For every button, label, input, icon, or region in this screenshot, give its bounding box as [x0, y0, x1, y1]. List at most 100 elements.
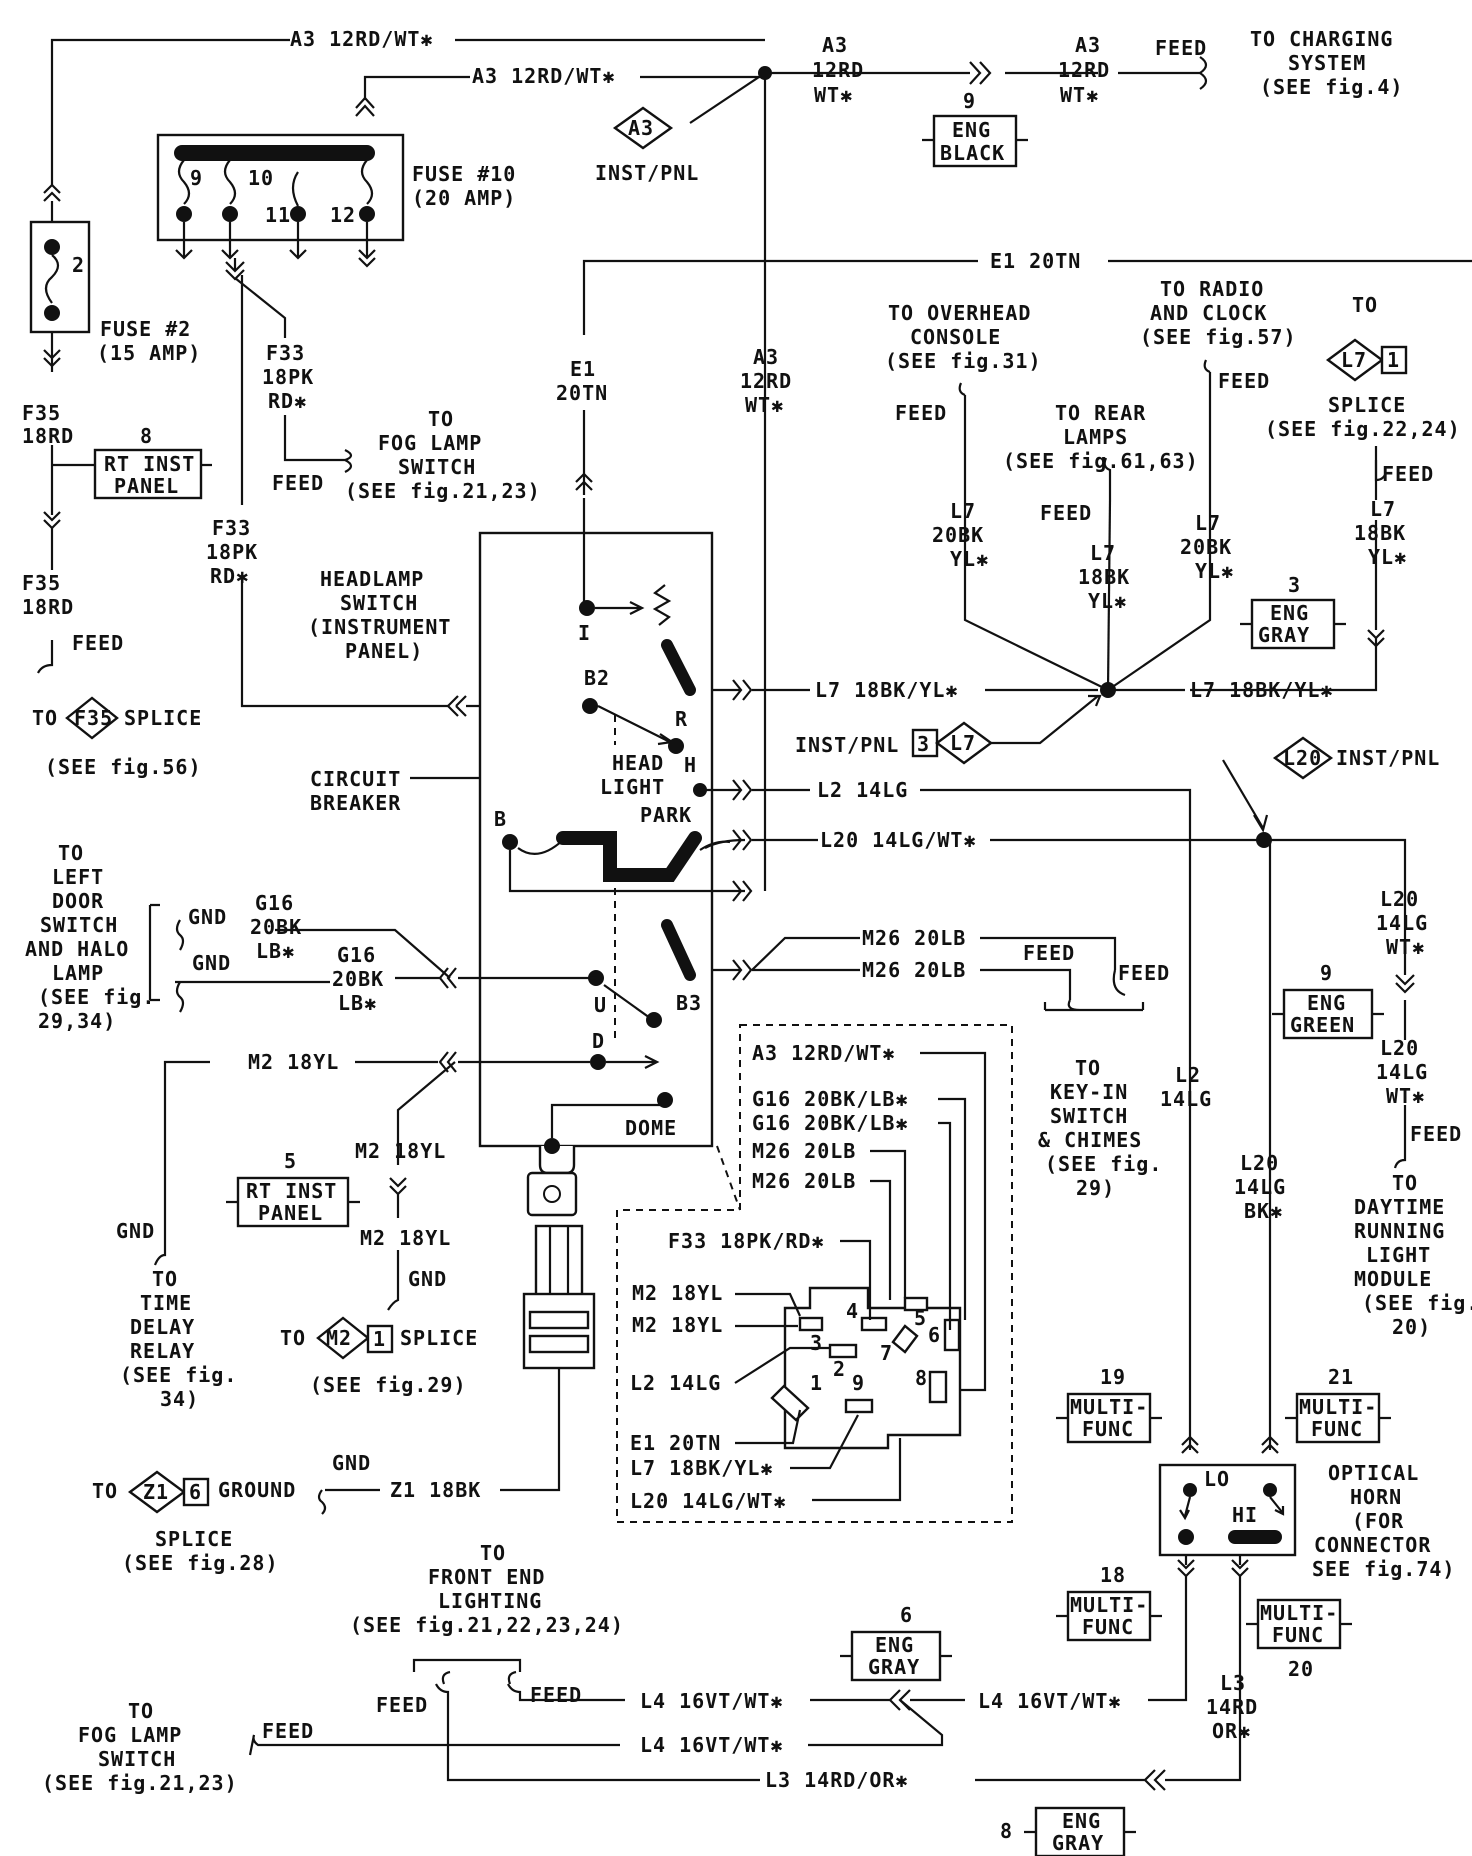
- switch-terminal-d: D: [592, 1029, 605, 1053]
- rear-lamps-2: LAMPS: [1063, 425, 1128, 449]
- gnd-label-1: GND: [188, 905, 227, 929]
- f35-see-fig: (SEE fig.56): [45, 755, 202, 779]
- conn-row-8: M2 18YL: [632, 1313, 723, 1337]
- charging-system-3: (SEE fig.4): [1260, 75, 1403, 99]
- drl-feed-label: FEED: [1410, 1122, 1462, 1146]
- conn-pin-2: 2: [833, 1357, 846, 1381]
- headlamp-switch-label-3: (INSTRUMENT: [308, 615, 451, 639]
- overhead-console-3: (SEE fig.31): [885, 349, 1042, 373]
- svg-text:MULTI-: MULTI-: [1260, 1601, 1338, 1625]
- a3-splice-dot: [758, 66, 772, 80]
- left-door-label-5: AND HALO: [25, 937, 129, 961]
- l4-label-a: L4 16VT/WT✱: [640, 1689, 783, 1713]
- eng-gray-8-connector: 8 ENG GRAY: [1000, 1806, 1136, 1856]
- conn-row-2: G16 20BK/LB✱: [752, 1087, 909, 1111]
- fog-switch-label-1: TO: [128, 1699, 154, 1723]
- e1-vertical-label-1: E1: [570, 357, 596, 381]
- multi-func-18: 18 MULTI- FUNC: [1056, 1563, 1162, 1642]
- front-end-label-1: TO: [480, 1541, 506, 1565]
- optical-horn-4: CONNECTOR: [1314, 1533, 1431, 1557]
- f35-feed-label: FEED: [72, 631, 124, 655]
- charging-system-2: SYSTEM: [1288, 51, 1366, 75]
- keyin-feed-a: FEED: [1023, 941, 1075, 965]
- overhead-console-feed: FEED: [895, 401, 947, 425]
- left-door-wires: [148, 903, 596, 1311]
- z1-gnd-label: GND: [332, 1451, 371, 1475]
- svg-text:8: 8: [140, 424, 153, 448]
- svg-text:ENG: ENG: [1307, 991, 1346, 1015]
- svg-text:M2: M2: [326, 1326, 352, 1350]
- tdr-label-3: DELAY: [130, 1315, 195, 1339]
- l3-label: L3 14RD/OR✱: [765, 1768, 908, 1792]
- radio-clock-1: TO RADIO: [1160, 277, 1264, 301]
- f35-label-1: F35: [22, 401, 61, 425]
- charging-feed-label: FEED: [1155, 36, 1207, 60]
- l3-vertical-3: OR✱: [1212, 1719, 1251, 1743]
- l20b-label-1: L20: [1380, 1036, 1419, 1060]
- l7-horizontal-label-right: L7 18BK/YL✱: [1190, 678, 1333, 702]
- switch-terminal-b2: B2: [584, 666, 610, 690]
- svg-text:L20: L20: [1283, 746, 1322, 770]
- l20a-label-2: 14LG: [1376, 911, 1428, 935]
- headlamp-switch-label-4: PANEL): [345, 639, 423, 663]
- svg-text:RT INST: RT INST: [104, 452, 195, 476]
- tdr-label-6: 34): [160, 1387, 199, 1411]
- l7b-label-1: L7: [1090, 541, 1116, 565]
- headlamp-switch-label-1: HEADLAMP: [320, 567, 424, 591]
- fog-lamp-switch-3: SWITCH: [398, 455, 476, 479]
- rear-lamps-1: TO REAR: [1055, 401, 1146, 425]
- circuit-breaker-label-2: BREAKER: [310, 791, 401, 815]
- switch-terminal-i: I: [578, 621, 591, 645]
- fuse-10-block: [156, 133, 405, 268]
- fog-lamp-switch-4: (SEE fig.21,23): [345, 479, 541, 503]
- l4-label-b: L4 16VT/WT✱: [978, 1689, 1121, 1713]
- svg-text:MULTI-: MULTI-: [1070, 1593, 1148, 1617]
- svg-text:20: 20: [1288, 1657, 1314, 1681]
- keyin-label-1: TO: [1075, 1056, 1101, 1080]
- l20b-label-2: 14LG: [1376, 1060, 1428, 1084]
- keyin-label-2: KEY-IN: [1050, 1080, 1128, 1104]
- a3-far-label-1: A3: [1075, 33, 1101, 57]
- switch-contact-r: [661, 639, 696, 696]
- switch-terminal-b3: B3: [676, 991, 702, 1015]
- svg-text:L7: L7: [1341, 348, 1367, 372]
- m2-main-label: M2 18YL: [248, 1050, 339, 1074]
- fog-lamp-switch-2: FOG LAMP: [378, 431, 482, 455]
- svg-text:MULTI-: MULTI-: [1070, 1395, 1148, 1419]
- m26-label-b: M26 20LB: [862, 958, 966, 982]
- g16-b-label-1: G16: [337, 943, 376, 967]
- radio-clock-feed: FEED: [1218, 369, 1270, 393]
- drl-label-3: RUNNING: [1354, 1219, 1445, 1243]
- f35-splice-diamond: F35: [65, 696, 119, 740]
- switch-output-wires: [700, 637, 1378, 1440]
- l7b-label-2: 18BK: [1078, 565, 1130, 589]
- switch-terminal-r: R: [675, 707, 688, 731]
- keyin-feed-b: FEED: [1118, 961, 1170, 985]
- head-light-label-2: LIGHT: [600, 775, 665, 799]
- a3-right-label-1: A3: [822, 33, 848, 57]
- svg-text:FUNC: FUNC: [1272, 1623, 1324, 1647]
- svg-text:FUNC: FUNC: [1311, 1417, 1363, 1441]
- l2-vertical-label-1: L2: [1175, 1063, 1201, 1087]
- circuit-breaker-label-1: CIRCUIT: [310, 767, 401, 791]
- fuse-2: [29, 183, 91, 372]
- e1-top-label: E1 20TN: [990, 249, 1081, 273]
- l7-horizontal-label: L7 18BK/YL✱: [815, 678, 958, 702]
- e1-wire: [575, 259, 1472, 626]
- fuse-2-number: 2: [72, 253, 85, 277]
- dome-connector: [500, 1224, 596, 1492]
- rt-inst-panel-5: 5 RT INST PANEL: [226, 1149, 360, 1228]
- l7-inst-pnl-label: INST/PNL: [795, 733, 899, 757]
- front-end-label-4: (SEE fig.21,22,23,24): [350, 1613, 624, 1637]
- left-door-label-2: LEFT: [52, 865, 104, 889]
- fog-switch-label-3: SWITCH: [98, 1747, 176, 1771]
- svg-text:21: 21: [1328, 1365, 1354, 1389]
- l7-splice-to: TO: [1352, 293, 1378, 317]
- svg-text:L7: L7: [950, 731, 976, 755]
- f35-label-1b: 18RD: [22, 424, 74, 448]
- svg-text:ENG: ENG: [1270, 601, 1309, 625]
- connector-leader-wires: [734, 1051, 987, 1502]
- svg-text:GRAY: GRAY: [868, 1655, 920, 1679]
- conn-row-1: A3 12RD/WT✱: [752, 1041, 895, 1065]
- svg-text:PANEL: PANEL: [258, 1201, 323, 1225]
